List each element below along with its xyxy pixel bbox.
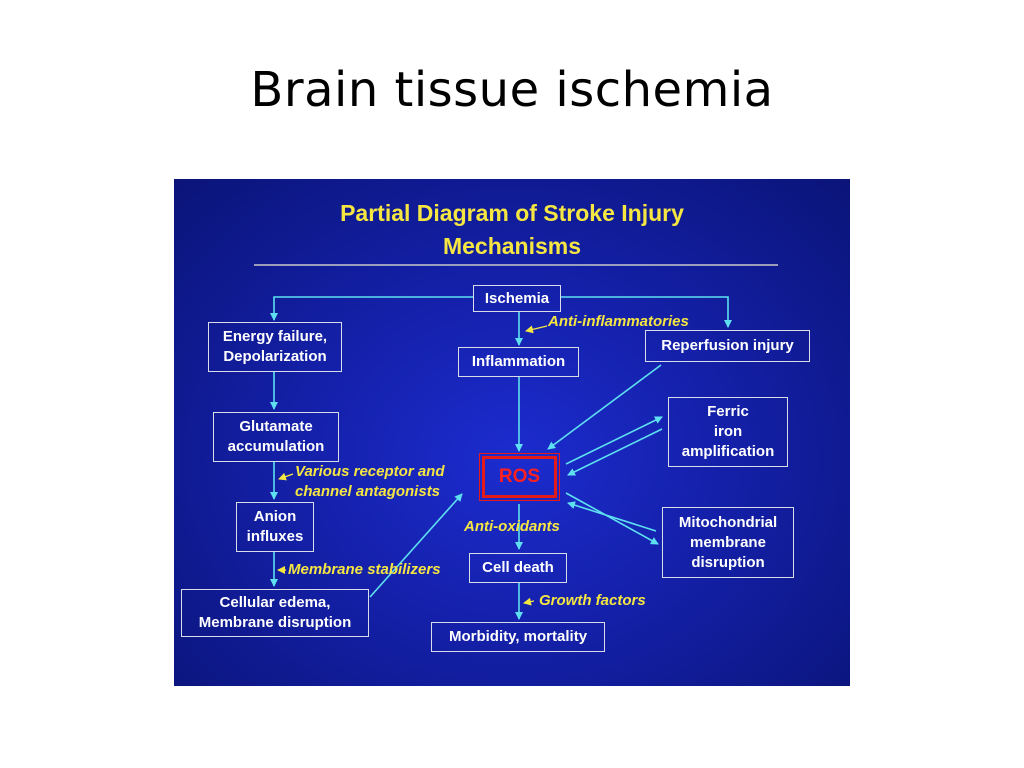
arrow-ros-ferric [565,416,663,465]
arrow-ischemia-reperfusion [561,296,732,328]
label-membrane-stabilizers: Membrane stabilizers [288,561,441,578]
label-anti-oxidants: Anti-oxidants [464,518,560,535]
intervention-pointer-growth [523,597,535,606]
arrow-ferric-ros [567,428,663,476]
connector-layer [254,264,778,620]
arrow-edema-ros [369,493,463,598]
diagram-title-line1: Partial Diagram of Stroke Injury [340,200,684,226]
node-mitochondrial-disruption: Mitochondrial membrane disruption [662,507,794,578]
diagram-panel: Partial Diagram of Stroke Injury Mechani… [174,179,850,686]
intervention-pointer-receptor [278,472,294,481]
node-anion-influxes: Anion influxes [236,502,314,552]
node-cell-death: Cell death [469,553,567,583]
node-reperfusion-injury: Reperfusion injury [645,330,810,362]
node-ferric-iron: Ferric iron amplification [668,397,788,467]
node-ischemia: Ischemia [473,285,561,312]
node-ros: ROS [479,453,560,501]
arrow-ischemia-energy [270,296,473,321]
node-inflammation: Inflammation [458,347,579,377]
slide-title: Brain tissue ischemia [250,62,774,118]
node-energy-failure: Energy failure, Depolarization [208,322,342,372]
label-receptor-antagonists: Various receptor and channel antagonists [295,463,445,500]
label-growth-factors: Growth factors [539,592,646,609]
arrow-ros-mito [565,492,659,545]
diagram-title-line2: Mechanisms [442,233,582,259]
node-morbidity-mortality: Morbidity, mortality [431,622,605,652]
node-cellular-edema: Cellular edema, Membrane disruption [181,589,369,637]
arrow-mito-ros [567,501,657,532]
arrow-reperfusion-ros [547,364,662,450]
label-anti-inflammatories: Anti-inflammatories [548,313,689,330]
intervention-pointer-anti-inflammatories [525,325,548,334]
node-glutamate-accumulation: Glutamate accumulation [213,412,339,462]
